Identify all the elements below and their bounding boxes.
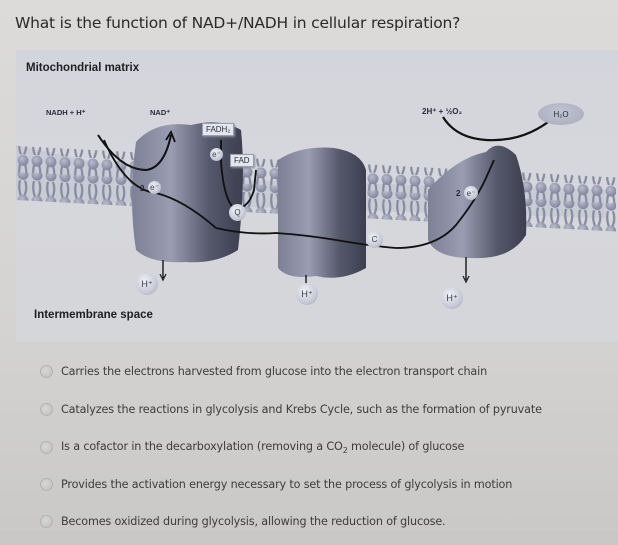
- option-text-part: molecule) of glucose: [347, 440, 465, 453]
- electron-bubble-2: e⁻: [210, 148, 223, 161]
- radio-button[interactable]: [40, 478, 53, 491]
- question-text: What is the function of NAD+/NADH in cel…: [15, 14, 461, 32]
- ubiquinone-q: Q: [229, 204, 246, 221]
- option-d[interactable]: Provides the activation energy necessary…: [40, 478, 512, 491]
- complex-3: [278, 147, 366, 278]
- option-text: Catalyzes the reactions in glycolysis an…: [61, 403, 542, 416]
- subscript: 2: [342, 446, 348, 456]
- two-electrons-right: 2: [456, 189, 461, 198]
- proton-3: H⁺: [441, 287, 463, 309]
- option-text: Carries the electrons harvested from glu…: [61, 365, 488, 378]
- cytochrome-c: C: [366, 231, 383, 248]
- oxygen-label: 2H⁺ + ½O₂: [422, 107, 463, 116]
- intermembrane-label: Intermembrane space: [34, 309, 153, 321]
- electron-bubble-3: e⁻: [464, 186, 478, 200]
- matrix-label: Mitochondrial matrix: [26, 62, 140, 74]
- radio-button[interactable]: [40, 403, 53, 416]
- fadh2-label: FADH₂: [202, 123, 235, 136]
- option-b[interactable]: Catalyzes the reactions in glycolysis an…: [40, 403, 542, 416]
- nadh-label: NADH + H⁺: [46, 108, 86, 117]
- option-c[interactable]: Is a cofactor in the decarboxylation (re…: [40, 440, 464, 455]
- option-text: Provides the activation energy necessary…: [61, 478, 513, 491]
- water-label: H₂O: [538, 103, 584, 125]
- etc-diagram: Mitochondrial matrix: [16, 50, 618, 342]
- option-a[interactable]: Carries the electrons harvested from glu…: [40, 365, 487, 378]
- option-text: Is a cofactor in the decarboxylation (re…: [61, 440, 464, 455]
- option-e[interactable]: Becomes oxidized during glycolysis, allo…: [40, 515, 446, 528]
- electron-bubble-1: e⁻: [148, 181, 161, 194]
- option-text-part: Is a cofactor in the decarboxylation (re…: [61, 440, 343, 453]
- radio-button[interactable]: [40, 365, 53, 378]
- fad-label: FAD: [230, 154, 254, 167]
- option-text: Becomes oxidized during glycolysis, allo…: [61, 515, 446, 528]
- radio-button[interactable]: [40, 515, 53, 528]
- proton-2: H⁺: [296, 283, 318, 305]
- radio-button[interactable]: [40, 441, 53, 455]
- two-electrons-left: 2: [140, 184, 145, 193]
- nad-label: NAD⁺: [150, 108, 171, 117]
- complex-4: [428, 145, 527, 259]
- proton-1: H⁺: [136, 273, 158, 295]
